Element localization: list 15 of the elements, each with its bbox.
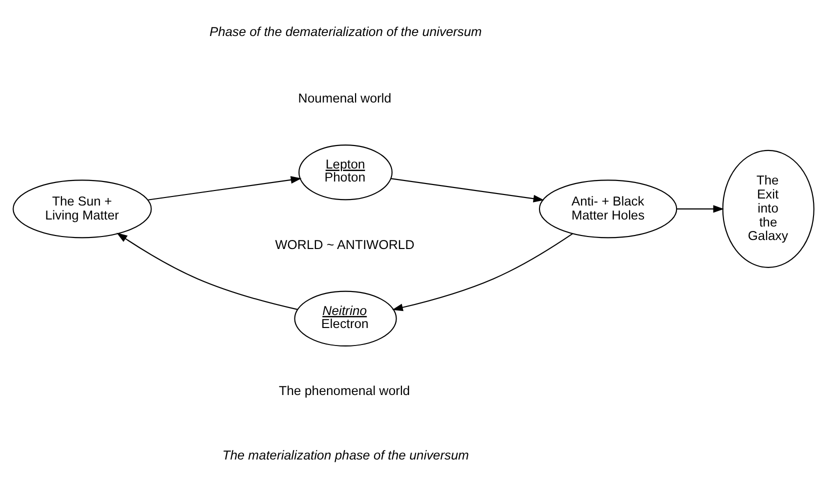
node-ellipse: Anti- + Black Matter Holes [538, 180, 678, 238]
label: The phenomenal world [278, 383, 410, 398]
node-ellipse: The Sun + Living Matter [12, 180, 152, 238]
node-ellipse: The Exit into the Galaxy [722, 150, 814, 268]
arrow [116, 232, 298, 310]
arrow [392, 233, 573, 312]
arrow [148, 176, 302, 200]
node-ellipse: Neitrino Electron [294, 290, 397, 346]
arrow [676, 205, 724, 213]
label: The materialization phase of the universum [222, 448, 469, 463]
node-ellipse: Lepton Photon [298, 144, 393, 200]
label: WORLD ~ ANTIWORLD [275, 236, 414, 252]
arrow [390, 178, 544, 202]
label: Phase of the dematerialization of the universum [209, 24, 482, 39]
label: Noumenal world [298, 90, 392, 106]
